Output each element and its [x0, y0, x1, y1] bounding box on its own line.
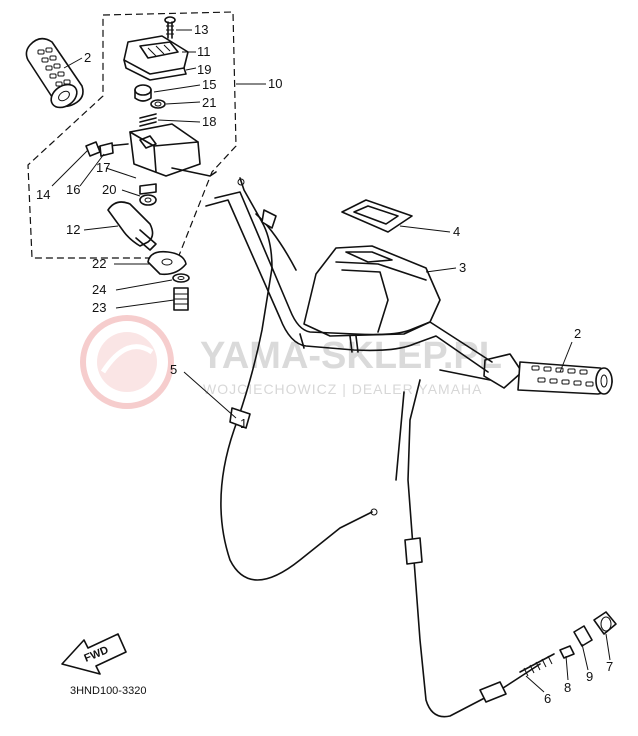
adjuster-6	[519, 653, 555, 677]
callout-23: 23	[92, 300, 106, 315]
callout-21: 21	[202, 95, 216, 110]
cap-9	[573, 625, 593, 647]
switch-cover	[123, 35, 189, 81]
clutch-cable	[395, 369, 541, 718]
callout-13: 13	[194, 22, 208, 37]
callout-7: 7	[606, 659, 613, 674]
callout-6: 6	[544, 691, 551, 706]
callout-24: 24	[92, 282, 106, 297]
callout-labels: 13 11 19 2 10 15 21 18 14 16 17 20 12 4 …	[36, 22, 613, 706]
callout-5: 5	[170, 362, 177, 377]
bolt-23	[173, 287, 189, 311]
callout-11: 11	[197, 44, 211, 59]
callout-15: 15	[202, 77, 216, 92]
left-grip	[25, 37, 84, 109]
boot-7	[593, 611, 617, 635]
callout-2-left: 2	[84, 50, 91, 65]
washer-20	[139, 183, 157, 206]
callout-4: 4	[453, 224, 460, 239]
clamp-22	[147, 250, 187, 276]
screw-13	[164, 16, 176, 39]
throttle-lever	[107, 201, 157, 251]
switch-small-parts	[134, 84, 166, 127]
switch-housing	[129, 123, 217, 177]
callout-9: 9	[586, 669, 593, 684]
handlebar-1	[205, 191, 523, 389]
callout-17: 17	[96, 160, 110, 175]
bolt-14	[85, 141, 129, 157]
callout-22: 22	[92, 256, 106, 271]
callout-8: 8	[564, 680, 571, 695]
callout-19: 19	[197, 62, 211, 77]
handlebar-cover-3	[303, 245, 441, 337]
right-grip	[517, 361, 613, 395]
callout-12: 12	[66, 222, 80, 237]
washer-24	[172, 273, 190, 283]
callout-14: 14	[36, 187, 50, 202]
callout-16: 16	[66, 182, 80, 197]
callout-18: 18	[202, 114, 216, 129]
callout-2-right: 2	[574, 326, 581, 341]
callout-3: 3	[459, 260, 466, 275]
callout-1: 1	[240, 416, 247, 431]
fwd-arrow-icon: FWD	[61, 633, 127, 675]
watermark-subtitle: WOJCIECHOWICZ | DEALER YAMAHA	[203, 381, 482, 397]
diagram-code: 3HND100-3320	[70, 685, 146, 697]
leader-lines	[51, 29, 611, 693]
callout-10: 10	[268, 76, 282, 91]
gasket-4	[341, 199, 413, 233]
callout-20: 20	[102, 182, 116, 197]
watermark: YAMA-SKLEP.PL WOJCIECHOWICZ | DEALER YAM…	[80, 315, 502, 409]
nut-8	[559, 645, 575, 659]
throttle-cable	[220, 177, 378, 581]
